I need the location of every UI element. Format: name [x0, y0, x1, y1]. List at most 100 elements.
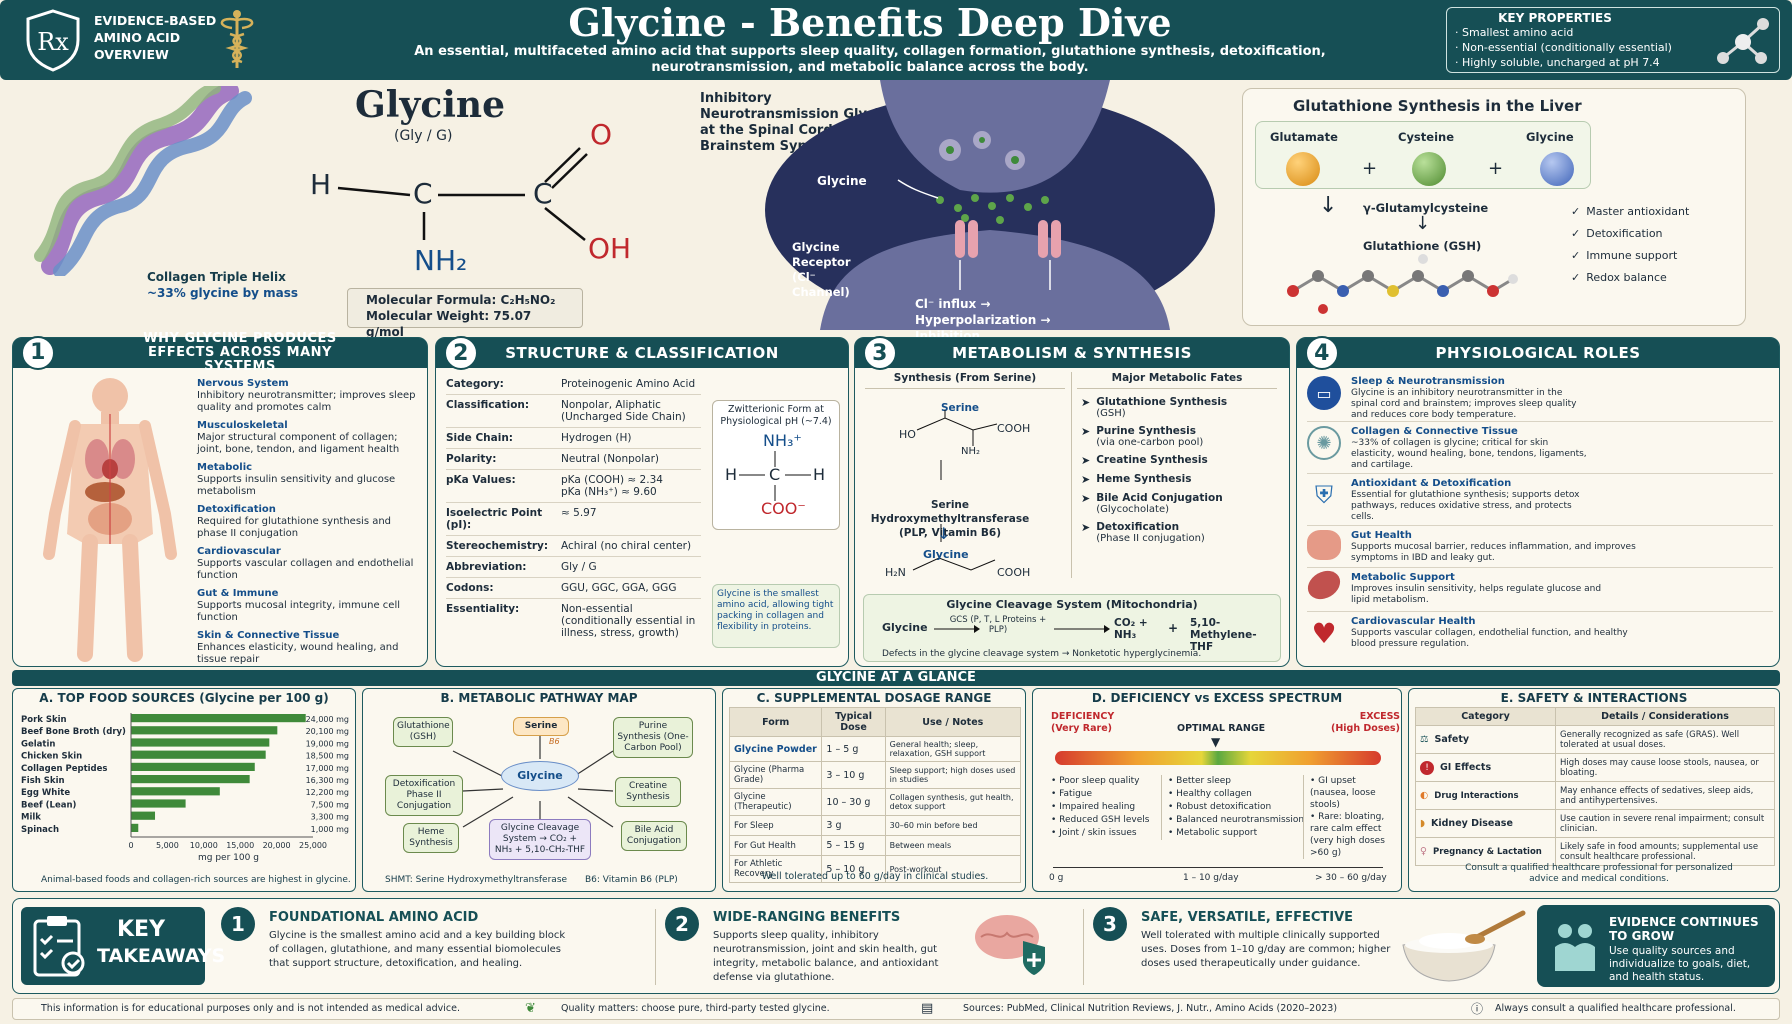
clipboard-check-icon — [33, 916, 85, 977]
system-desc: Inhibitory neurotransmitter; improves sl… — [197, 390, 416, 413]
synapse-illustration — [765, 80, 1215, 330]
badge-text: EVIDENCE-BASED AMINO ACID OVERVIEW — [94, 12, 216, 63]
panel-title: METABOLISM & SYNTHESIS — [952, 344, 1192, 362]
fate-item: ➤Detoxification(Phase II conjugation) — [1081, 521, 1281, 544]
molecular-formula: Molecular Formula: C₂H₅NO₂ — [366, 293, 556, 307]
pathway-footer-b6: B6: Vitamin B6 (PLP) — [585, 875, 678, 885]
table-cell: May enhance effects of sedatives, sleep … — [1555, 781, 1775, 810]
system-title: Musculoskeletal — [197, 420, 288, 431]
gsh-title: Glutathione Synthesis in the Liver — [1293, 97, 1582, 115]
zw-h2: H — [813, 465, 826, 484]
evidence-desc: Use quality sources and individualize to… — [1609, 945, 1751, 983]
collagen-icon: ✺ — [1307, 426, 1341, 460]
check-label: Immune support — [1586, 249, 1678, 262]
table-cell: Glycine (Pharma Grade) — [728, 761, 823, 789]
food-value-label: 1,000 mg — [311, 825, 349, 834]
chevron-right-icon: ➤ — [1081, 454, 1091, 467]
row-key: Side Chain: — [446, 428, 561, 449]
glutathione-molecule-illustration — [1287, 254, 1518, 314]
takeaway-desc: Well tolerated with multiple clinically … — [1141, 930, 1391, 969]
list-item: • Robust detoxification — [1168, 802, 1272, 812]
excess-sub: (High Doses) — [1331, 723, 1400, 734]
zw-h1: H — [725, 465, 738, 484]
zw-bonds — [739, 451, 811, 501]
chevron-right-icon: ➤ — [1081, 492, 1091, 505]
gcs-plus: + — [1168, 621, 1179, 635]
spectrum-title: D. DEFICIENCY vs EXCESS SPECTRUM — [1091, 691, 1343, 705]
food-category-label: Beef (Lean) — [21, 800, 77, 810]
glycine-structure-lines — [337, 147, 588, 241]
panel-title: PHYSIOLOGICAL ROLES — [1435, 344, 1641, 362]
gsh-product: Glutathione (GSH) — [1363, 239, 1482, 253]
footer-consult: Always consult a qualified healthcare pr… — [1495, 1003, 1736, 1014]
atom-c2: C — [533, 177, 553, 210]
system-title: Detoxification — [197, 504, 276, 515]
check-label: Master antioxidant — [1586, 205, 1690, 218]
food-value-label: 24,000 mg — [306, 715, 349, 724]
food-bar — [131, 811, 156, 820]
fates-list: ➤Glutathione Synthesis(GSH) ➤Purine Synt… — [1081, 396, 1281, 544]
metab-col-1-header: Synthesis (From Serine) — [865, 372, 1065, 389]
list-item: • Balanced neurotransmission — [1168, 815, 1305, 825]
leaf-icon: ❦ — [525, 1001, 536, 1016]
gcs-enzyme: GCS (P, T, L Proteins + PLP) — [949, 615, 1047, 635]
row-key: Essentiality: — [446, 603, 520, 615]
table-cell: Likely safe in food amounts; supplementa… — [1555, 837, 1775, 866]
row-value: Neutral (Nonpolar) — [561, 449, 701, 470]
caduceus-icon — [220, 10, 254, 68]
row-value: Achiral (no chiral center) — [561, 536, 701, 557]
glycine-product: Glycine — [923, 548, 969, 561]
spectrum-axis-left: 0 g — [1049, 873, 1064, 883]
serine-cooh: COOH — [997, 422, 1031, 435]
table-cell: Glycine Powder — [728, 736, 823, 762]
list-item: • Fatigue — [1051, 789, 1093, 799]
food-bar — [131, 775, 250, 784]
food-value-label: 20,100 mg — [306, 727, 349, 736]
table-cell: Post-workout — [884, 855, 1022, 883]
food-tick-label: 25,000 — [299, 841, 327, 850]
people-icon — [1555, 924, 1595, 971]
food-value-label: 19,000 mg — [306, 739, 349, 748]
panel-title: STRUCTURE & CLASSIFICATION — [505, 344, 779, 362]
row-key: Polarity: — [446, 449, 561, 470]
chevron-right-icon: ➤ — [1081, 425, 1091, 438]
zwitterion-box: Zwitterionic Form at Physiological pH (~… — [712, 400, 840, 530]
pathway-node-detox: Detoxification Phase II Conjugation — [385, 775, 463, 816]
divider — [655, 909, 656, 985]
fate-title: Detoxification — [1096, 521, 1180, 533]
fate-item: ➤Purine Synthesis(via one-carbon pool) — [1081, 425, 1281, 448]
plus-sign: + — [1362, 158, 1378, 179]
list-item: • Joint / skin issues — [1051, 828, 1137, 838]
system-title: Cardiovascular — [197, 546, 281, 557]
table-cell: General health; sleep, relaxation, GSH s… — [884, 736, 1022, 762]
atom-o: O — [590, 118, 613, 151]
food-tick-label: 0 — [128, 841, 133, 850]
atom-nh2: NH₂ — [414, 244, 468, 277]
system-desc: Supports vascular collagen and endotheli… — [197, 558, 414, 581]
pathway-node-heme: Heme Synthesis — [403, 823, 459, 853]
table-header: Use / Notes — [884, 707, 1022, 737]
table-cell: !GI Effects — [1415, 753, 1556, 782]
panel-header: 2 STRUCTURE & CLASSIFICATION — [436, 336, 848, 370]
divider — [1083, 909, 1084, 985]
orange-sphere-icon — [1286, 152, 1320, 186]
list-item: • Impaired healing — [1051, 802, 1136, 812]
chevron-right-icon: ➤ — [1081, 521, 1091, 534]
glance-bar: GLYCINE AT A GLANCE — [12, 670, 1780, 686]
zwitterion-title: Zwitterionic Form at Physiological pH (~… — [720, 404, 832, 427]
page-subtitle: An essential, multifaceted amino acid th… — [414, 44, 1326, 75]
glance-title: GLYCINE AT A GLANCE — [816, 670, 976, 685]
human-anatomy-illustration — [43, 378, 177, 662]
down-arrow-icon: ↓ — [937, 524, 951, 543]
down-arrow-icon: ↓ — [1415, 213, 1431, 234]
muscle-icon — [1302, 565, 1346, 605]
pathway-node-creatine: Creatine Synthesis — [615, 777, 681, 807]
